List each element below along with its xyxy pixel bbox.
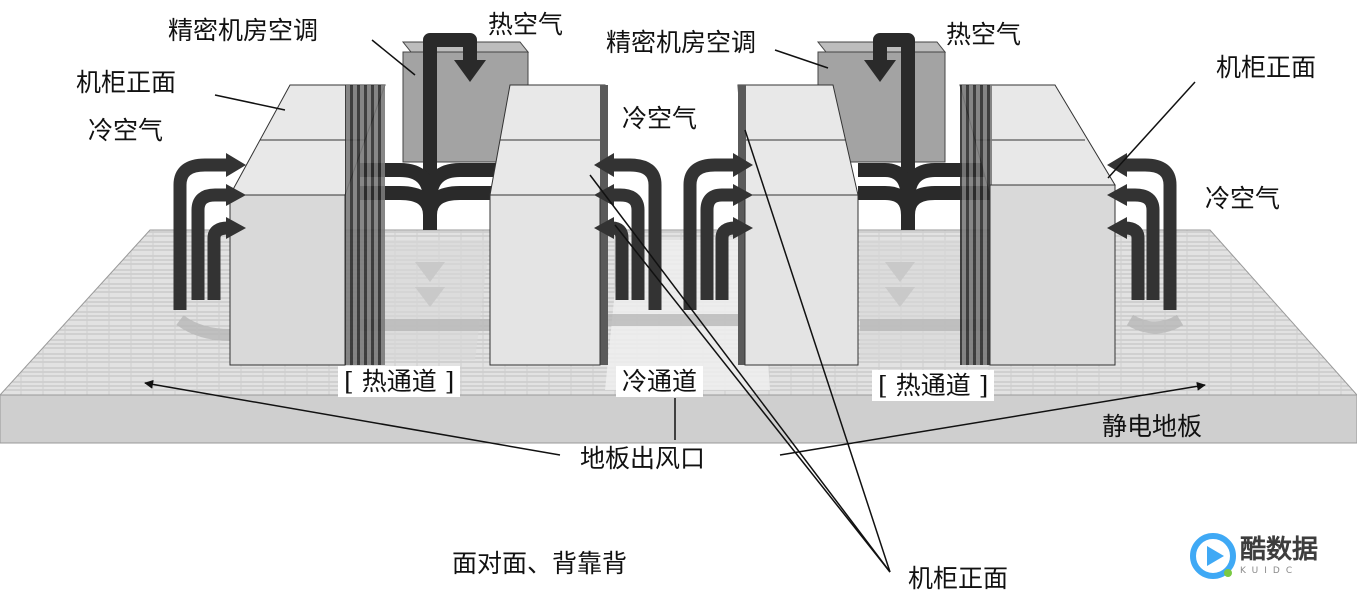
label-layout-caption: 面对面、背靠背 [452, 549, 628, 578]
label-cold-air-left: 冷空气 [88, 116, 164, 145]
leader-lines [144, 39, 1206, 573]
cold-air-arrows-right [1124, 158, 1177, 310]
rack-row-1 [229, 84, 386, 366]
hot-air-duct-right [858, 33, 990, 230]
label-cold-air-right: 冷空气 [1205, 184, 1281, 213]
label-hot-aisle-right: [ 热通道 ] [872, 370, 995, 401]
cold-air-heads-right [1107, 153, 1127, 239]
rack-row-3 [737, 84, 859, 366]
label-crac-right: 精密机房空调 [606, 28, 757, 57]
hot-air-arrow-right [864, 60, 896, 82]
label-hot-air-left: 热空气 [488, 10, 564, 39]
cold-air-arrows-left [173, 158, 229, 310]
play-icon [1190, 533, 1236, 579]
rack-row-4 [959, 84, 1116, 366]
watermark-name: 酷数据 [1240, 534, 1319, 565]
label-crac-left: 精密机房空调 [168, 16, 319, 45]
watermark-logo: 酷数据 KUIDC [1190, 533, 1318, 579]
label-cold-air-center: 冷空气 [622, 104, 698, 133]
cold-air-arrows-center [611, 158, 736, 310]
label-cold-aisle: 冷通道 [616, 366, 704, 397]
hot-air-duct-left [360, 33, 500, 230]
label-hot-air-right: 热空气 [946, 20, 1022, 49]
label-cabinet-front-right: 机柜正面 [1216, 53, 1317, 82]
watermark-sub: KUIDC [1240, 565, 1299, 576]
cold-air-heads-left [226, 153, 246, 239]
label-floor-vent: 地板出风口 [580, 444, 706, 473]
rack-row-2 [489, 84, 608, 366]
label-hot-aisle-left: [ 热通道 ] [338, 366, 461, 397]
label-cabinet-front-left: 机柜正面 [76, 68, 177, 97]
hot-aisle-down-arrows [415, 262, 915, 307]
label-cabinet-front-bottom: 机柜正面 [908, 564, 1009, 593]
label-raised-floor: 静电地板 [1102, 412, 1203, 441]
hot-air-arrow-left [454, 60, 486, 82]
